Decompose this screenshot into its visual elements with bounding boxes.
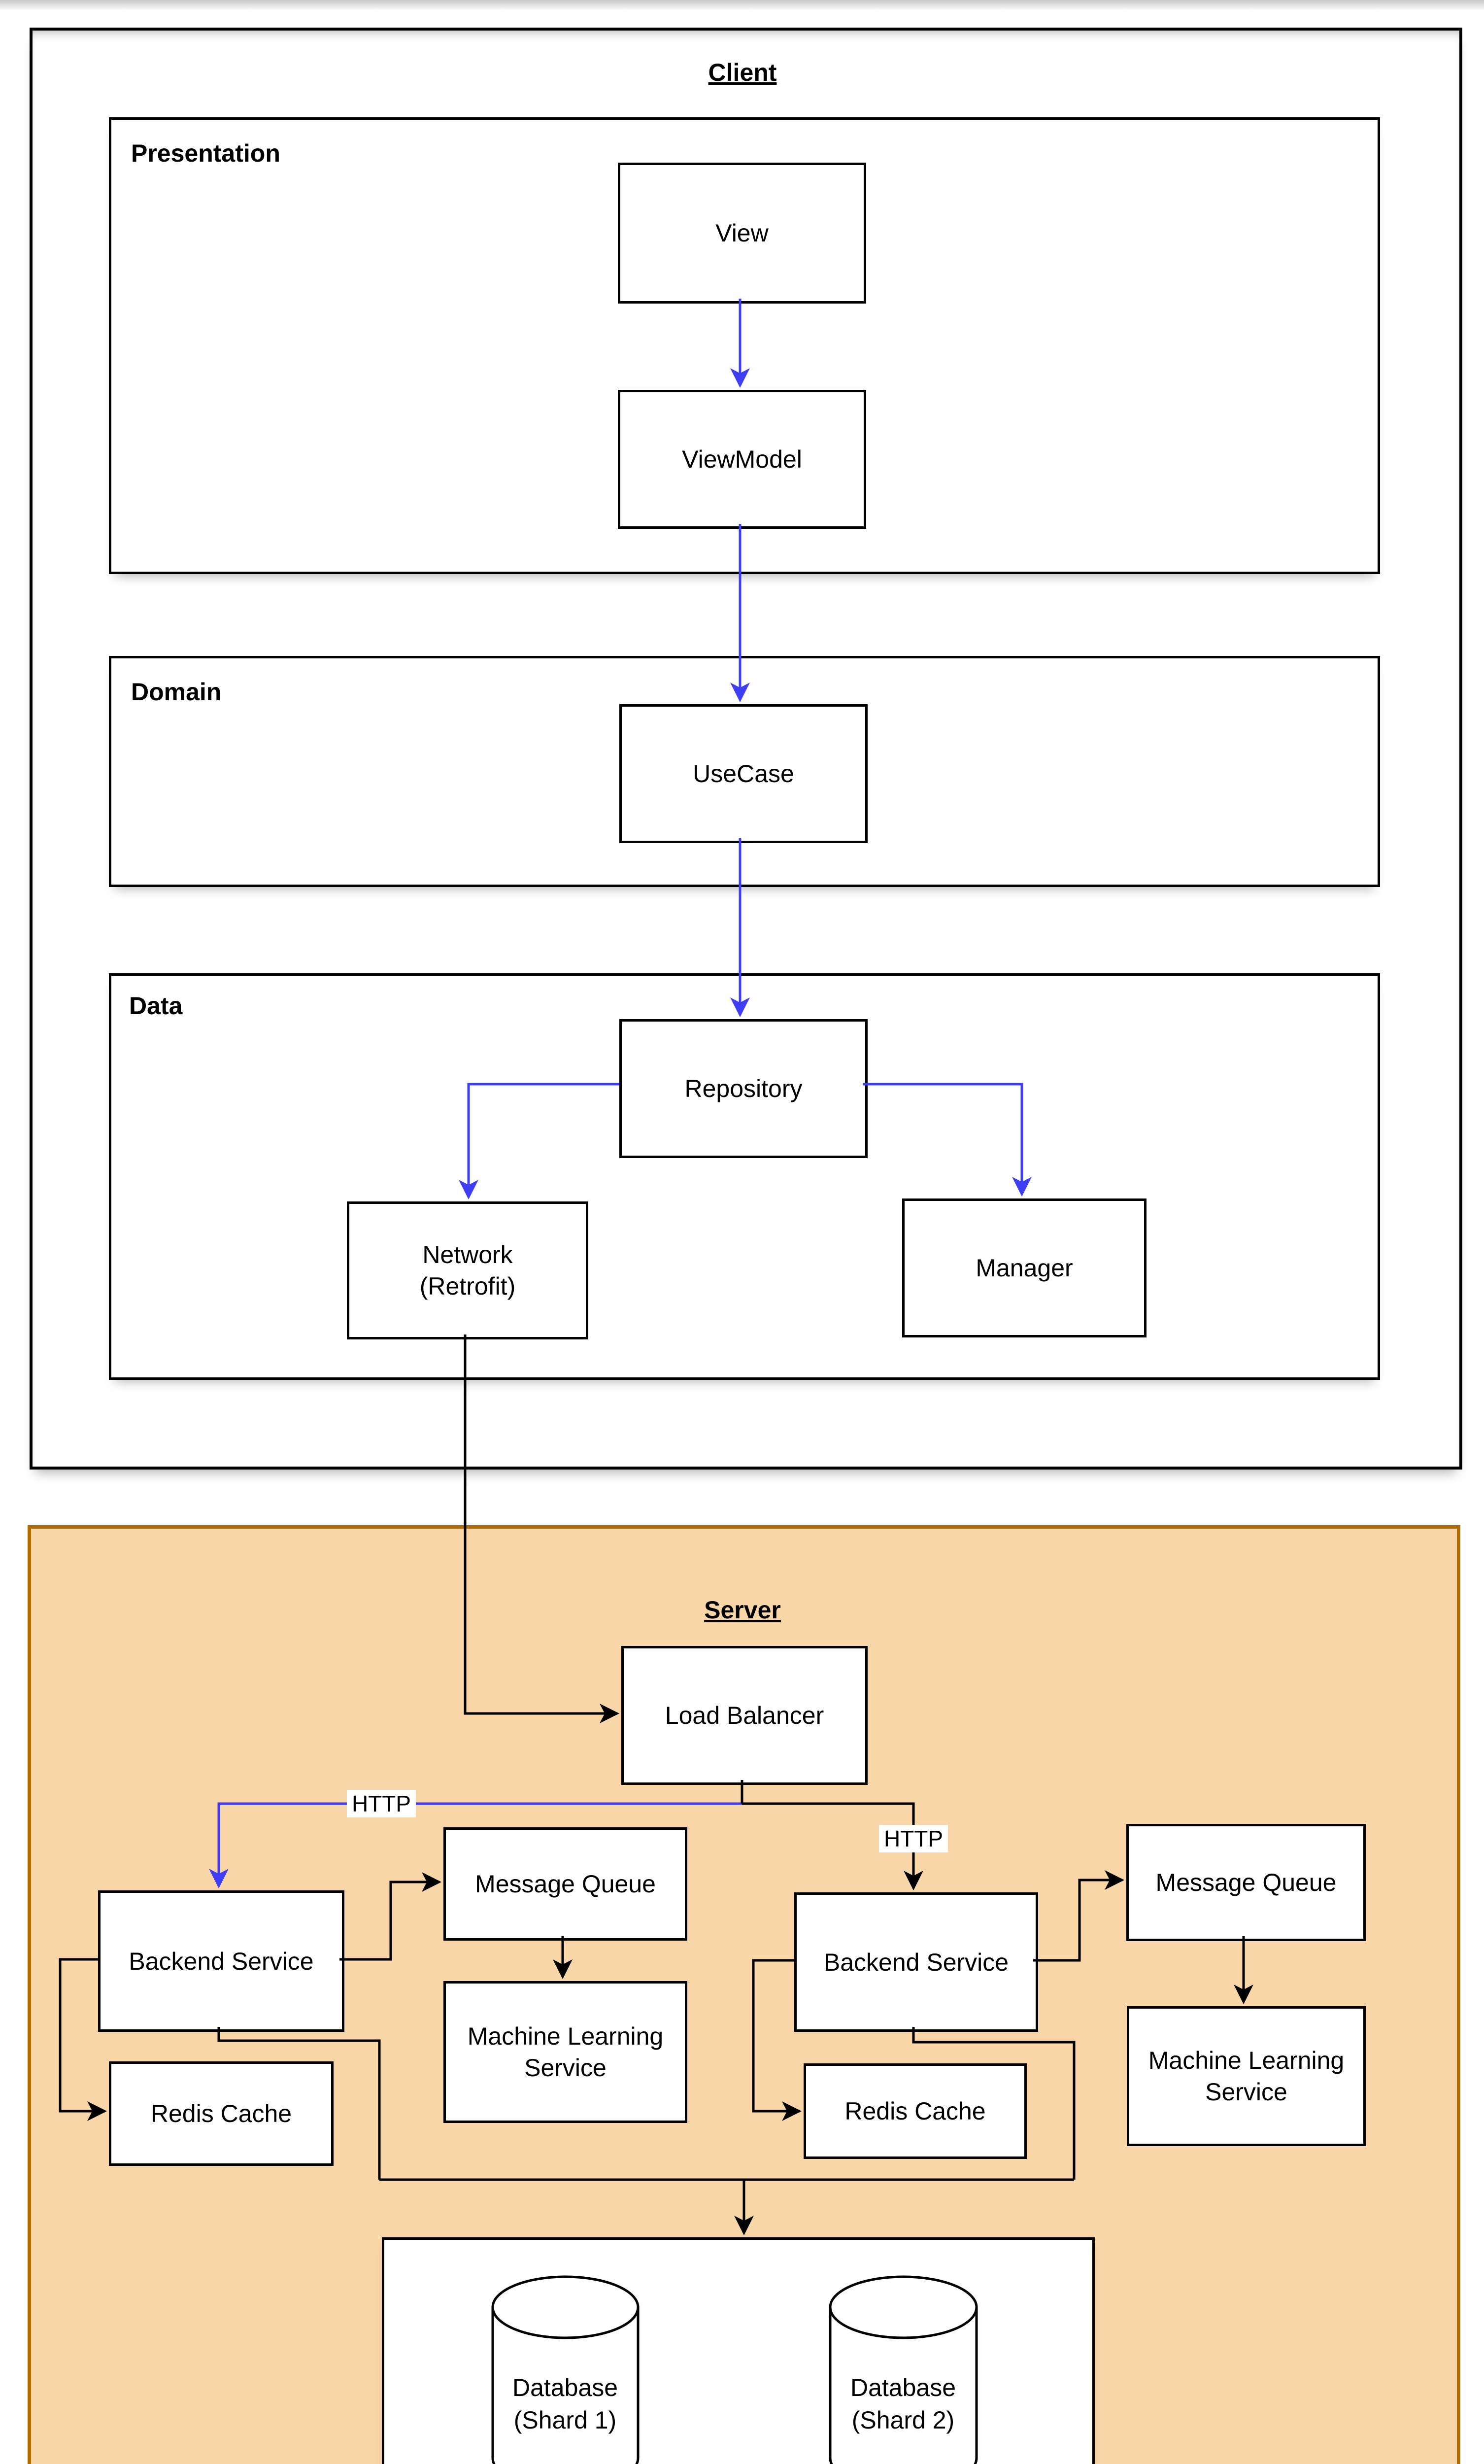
node-database-shard2-label: Database (Shard 2) <box>850 2374 956 2434</box>
edge-repository-to-network <box>459 1083 619 1199</box>
node-viewmodel-label: ViewModel <box>682 445 802 473</box>
node-network-retrofit-label: Network (Retrofit) <box>419 1241 516 1300</box>
node-ml-service-left[interactable]: Machine Learning Service <box>443 1981 687 2123</box>
data-layer-box[interactable] <box>109 973 1380 1380</box>
node-database-shard1-label: Database (Shard 1) <box>512 2374 618 2434</box>
edge-loadbalancer-to-backend-right-http <box>742 1802 923 1890</box>
domain-label: Domain <box>131 678 222 706</box>
node-view[interactable]: View <box>618 163 866 304</box>
edge-backend-right-to-db-bus <box>912 2027 1076 2180</box>
node-backend-service-right-label: Backend Service <box>823 1948 1009 1976</box>
edge-backend-left-to-db-bus <box>217 2027 381 2180</box>
node-manager-label: Manager <box>976 1254 1073 1282</box>
node-ml-service-right-label: Machine Learning Service <box>1148 2047 1345 2106</box>
edge-loadbalancer-to-backend-left-http <box>209 1802 742 1888</box>
node-load-balancer[interactable]: Load Balancer <box>621 1646 868 1785</box>
edge-backend-left-to-message-queue-left <box>339 1872 441 1961</box>
node-redis-cache-left-label: Redis Cache <box>150 2100 292 2127</box>
server-title: Server <box>704 1596 781 1624</box>
node-usecase-label: UseCase <box>693 760 794 787</box>
node-backend-service-left-label: Backend Service <box>129 1947 314 1975</box>
node-repository[interactable]: Repository <box>619 1019 868 1158</box>
edge-backend-right-to-redis-right <box>752 1959 802 2121</box>
edge-label-http-left: HTTP <box>346 1790 416 1817</box>
edge-label-http-right: HTTP <box>878 1825 948 1852</box>
node-redis-cache-right[interactable]: Redis Cache <box>804 2063 1027 2159</box>
edge-repository-to-manager <box>863 1083 1032 1197</box>
window-top-shadow <box>0 0 1484 11</box>
node-viewmodel[interactable]: ViewModel <box>618 390 866 529</box>
node-ml-service-left-label: Machine Learning Service <box>467 2022 664 2082</box>
node-view-label: View <box>715 219 769 247</box>
database-shard2-cylinder-icon[interactable] <box>829 2275 978 2464</box>
edge-network-to-loadbalancer <box>464 1335 619 1723</box>
node-network-retrofit[interactable]: Network (Retrofit) <box>347 1201 588 1339</box>
edge-backend-left-to-redis-left <box>59 1958 107 2121</box>
node-ml-service-right[interactable]: Machine Learning Service <box>1127 2006 1366 2146</box>
node-redis-cache-right-label: Redis Cache <box>844 2097 986 2125</box>
node-repository-label: Repository <box>684 1075 803 1102</box>
data-label: Data <box>129 992 183 1020</box>
presentation-label: Presentation <box>131 139 280 167</box>
node-message-queue-right-label: Message Queue <box>1155 1869 1337 1896</box>
node-message-queue-left-label: Message Queue <box>475 1870 656 1898</box>
node-message-queue-right[interactable]: Message Queue <box>1126 1824 1366 1941</box>
edge-backend-right-to-message-queue-right <box>1033 1870 1124 1962</box>
domain-layer-box[interactable] <box>109 656 1380 887</box>
node-manager[interactable]: Manager <box>902 1198 1147 1337</box>
node-message-queue-left[interactable]: Message Queue <box>443 1827 687 1941</box>
client-title: Client <box>708 59 777 86</box>
node-usecase[interactable]: UseCase <box>619 704 868 843</box>
node-backend-service-left[interactable]: Backend Service <box>98 1890 344 2032</box>
node-load-balancer-label: Load Balancer <box>665 1702 824 1729</box>
presentation-layer-box[interactable] <box>109 117 1380 574</box>
node-redis-cache-left[interactable]: Redis Cache <box>109 2061 334 2166</box>
node-backend-service-right[interactable]: Backend Service <box>794 1892 1038 2032</box>
database-shard1-cylinder-icon[interactable] <box>491 2275 640 2464</box>
